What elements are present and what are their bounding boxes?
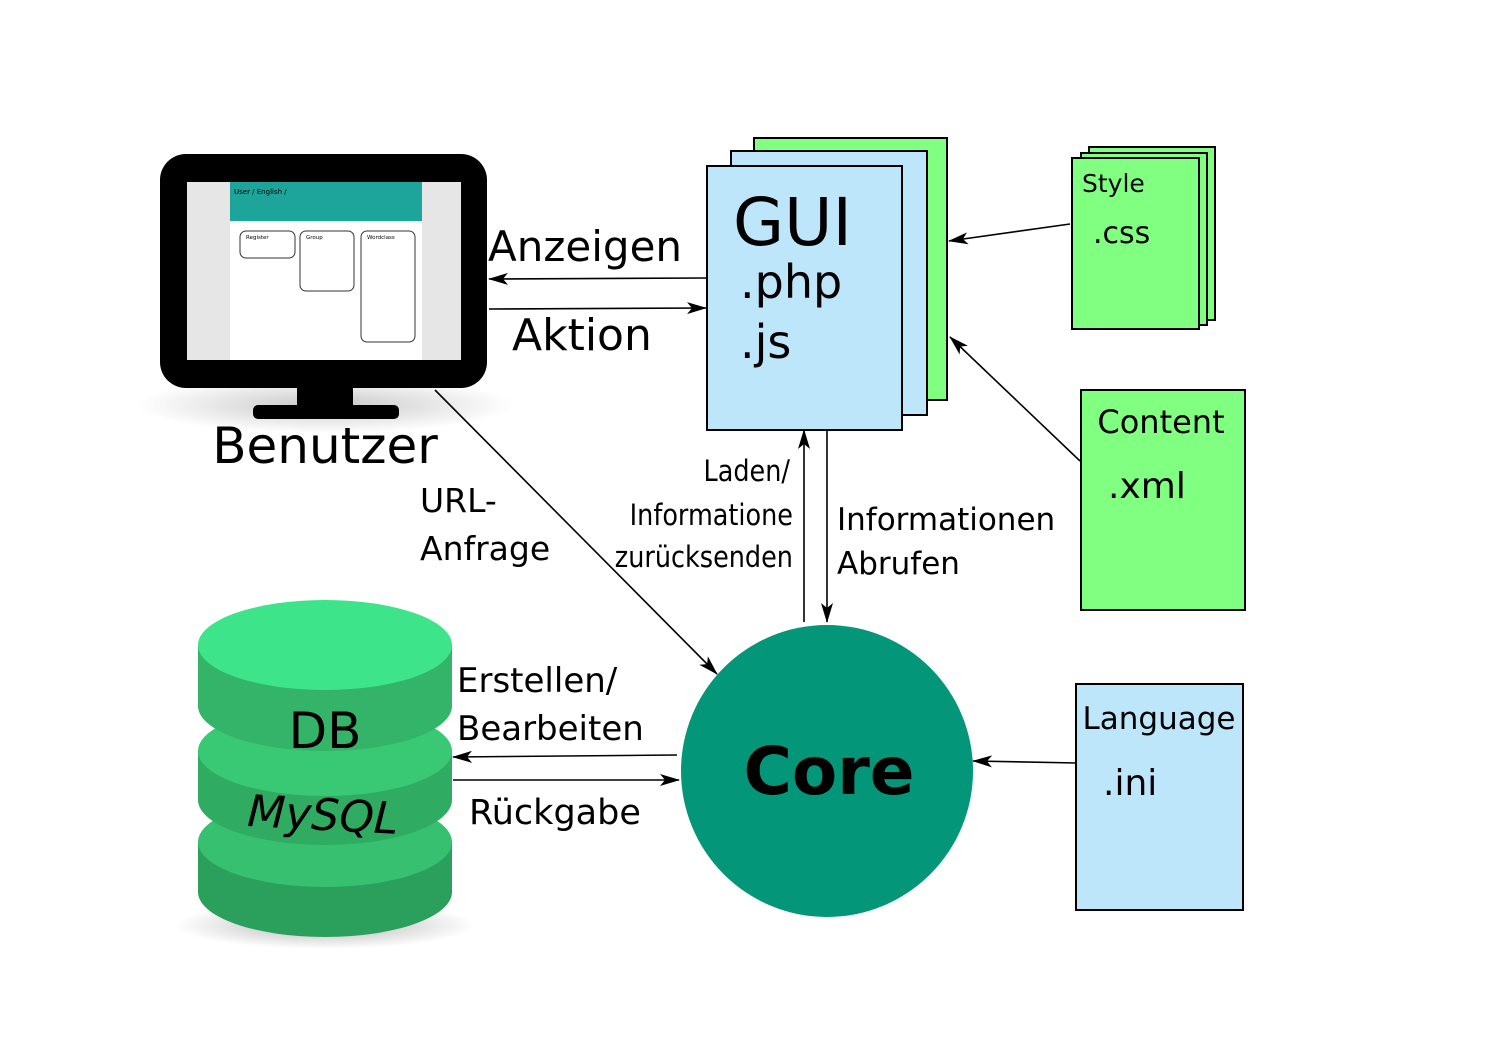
style-document-stack <box>1071 146 1216 330</box>
screen-card-wordclass <box>360 230 416 343</box>
gui-ext-js: .js <box>740 315 791 369</box>
gui-ext-php: .php <box>740 255 842 309</box>
screen-card-group-label: Group <box>306 235 323 241</box>
style-ext: .css <box>1093 216 1150 251</box>
label-url-line1: URL- <box>420 481 497 520</box>
monitor-icon: User / English / Register Group Wordclas… <box>135 154 515 433</box>
label-aktion: Aktion <box>512 310 652 361</box>
language-label: Language <box>1083 701 1236 737</box>
screen-card-register-label: Register <box>246 235 269 241</box>
arrow-url-anfrage <box>434 389 718 675</box>
content-document <box>1080 389 1246 611</box>
gui-title: GUI <box>733 184 852 261</box>
core-label: Core <box>743 733 914 810</box>
label-laden-line2: Informatione <box>630 500 793 533</box>
label-abrufen-line2: Abrufen <box>837 546 960 582</box>
label-rueckgabe: Rückgabe <box>469 793 641 833</box>
screen-card-wordclass-label: Wordclass <box>367 235 395 241</box>
screen-header-text: User / English / <box>234 188 287 196</box>
style-label: Style <box>1082 169 1145 198</box>
screen-header-bar <box>230 182 422 221</box>
arrow-erstellen <box>452 750 678 763</box>
screen-card-register <box>239 230 296 259</box>
label-erstellen-line1: Erstellen/ <box>457 661 618 701</box>
arrow-aktion <box>488 302 707 315</box>
gui-document-stack <box>706 137 948 431</box>
core-circle <box>681 625 973 917</box>
label-laden-line1: Laden/ <box>704 456 791 489</box>
label-laden-line3: zurücksenden <box>615 542 793 575</box>
db-sub-label: MySQL <box>246 786 400 845</box>
database-icon <box>175 600 475 949</box>
arrow-content-to-gui <box>949 336 1081 462</box>
label-anzeigen: Anzeigen <box>488 222 682 271</box>
db-label: DB <box>289 702 362 760</box>
language-ext: .ini <box>1103 763 1157 804</box>
label-erstellen-line2: Bearbeiten <box>457 709 644 749</box>
arrow-language-to-core <box>972 755 1078 768</box>
label-url-line2: Anfrage <box>420 529 550 568</box>
arrow-anzeigen <box>488 272 707 285</box>
language-document <box>1075 683 1244 911</box>
content-label: Content <box>1097 403 1224 441</box>
content-ext: .xml <box>1108 466 1186 507</box>
label-abrufen-line1: Informationen <box>837 502 1055 538</box>
benutzer-label: Benutzer <box>212 417 438 475</box>
screen-card-group <box>299 230 355 292</box>
arrow-style-to-gui <box>948 223 1071 245</box>
